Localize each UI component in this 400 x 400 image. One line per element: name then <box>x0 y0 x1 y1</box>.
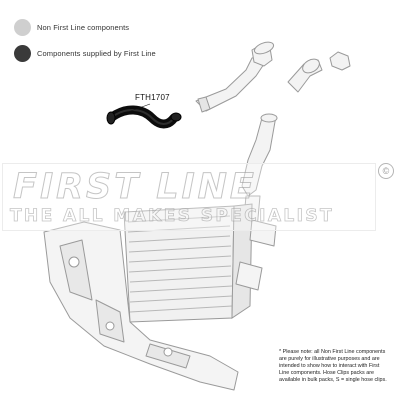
legend: Non First Line components Components sup… <box>14 14 156 66</box>
watermark-subtitle: THE ALL MAKES SPECIALIST <box>10 206 334 227</box>
legend-item-first-line: Components supplied by First Line <box>14 40 156 66</box>
intercooler-core <box>123 203 253 323</box>
footnote: * Please note: all Non First Line compon… <box>279 349 387 384</box>
dark-grey-circle-icon <box>14 44 31 62</box>
front-carrier <box>43 219 277 391</box>
fth1707-hose <box>106 103 182 129</box>
legend-item-non-first-line: Non First Line components <box>14 14 156 40</box>
legend-label-non-first-line: Non First Line components <box>37 22 130 32</box>
light-grey-circle-icon <box>14 18 31 36</box>
upper-intake-pipe <box>195 41 275 113</box>
copyright-icon: © <box>378 163 394 179</box>
watermark-title: FIRST LINE <box>13 167 257 208</box>
watermark-frame <box>2 163 376 231</box>
part-number-label: FTH1707 <box>135 93 170 102</box>
legend-label-first-line: Components supplied by First Line <box>37 48 156 58</box>
